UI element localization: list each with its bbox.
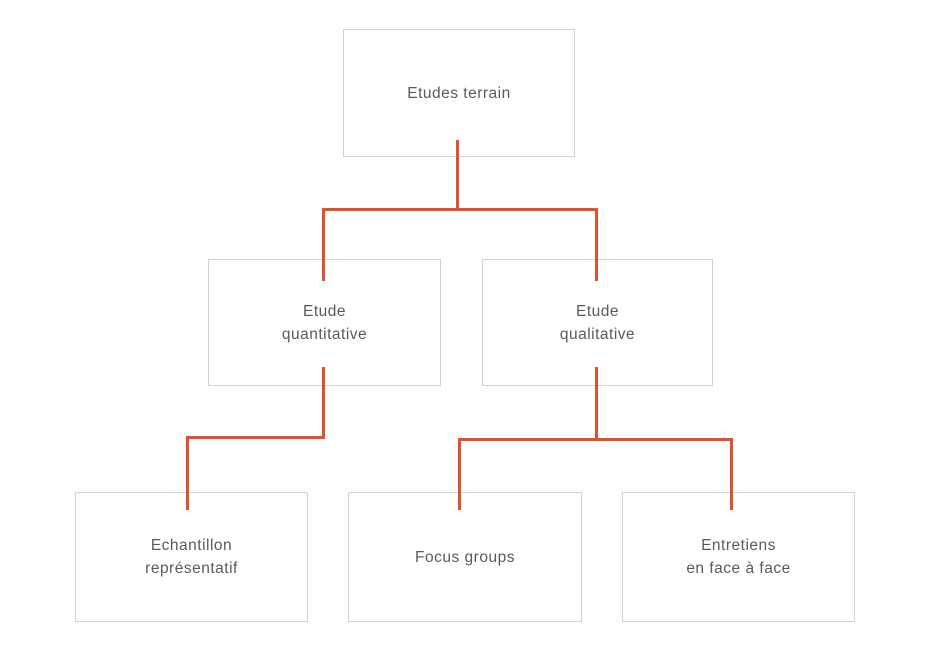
node-entretiens-face-a-face: Entretiens en face à face	[622, 492, 855, 622]
connector-qualitative-bar	[458, 438, 733, 441]
node-focus-groups-label: Focus groups	[415, 548, 515, 566]
node-focus-groups: Focus groups	[348, 492, 582, 622]
connector-to-qualitative	[595, 208, 598, 281]
connector-quantitative-bar	[186, 436, 325, 439]
connector-quantitative-stem	[322, 367, 325, 439]
connector-qualitative-stem	[595, 367, 598, 440]
connector-to-echantillon	[186, 436, 189, 510]
node-entretiens-face-a-face-label: Entretiens en face à face	[686, 537, 791, 577]
connector-root-bar	[322, 208, 598, 211]
connector-root-stem	[456, 140, 459, 210]
node-etudes-terrain-label: Etudes terrain	[407, 84, 511, 102]
node-echantillon-representatif-label: Echantillon représentatif	[145, 537, 238, 577]
connector-to-entretiens	[730, 438, 733, 510]
node-echantillon-representatif: Echantillon représentatif	[75, 492, 308, 622]
node-etude-qualitative-label: Etude qualitative	[559, 302, 636, 343]
node-etudes-terrain: Etudes terrain	[343, 29, 575, 157]
connector-to-quantitative	[322, 208, 325, 281]
connector-to-focus-groups	[458, 438, 461, 510]
node-etude-quantitative-label: Etude quantitative	[281, 302, 368, 343]
